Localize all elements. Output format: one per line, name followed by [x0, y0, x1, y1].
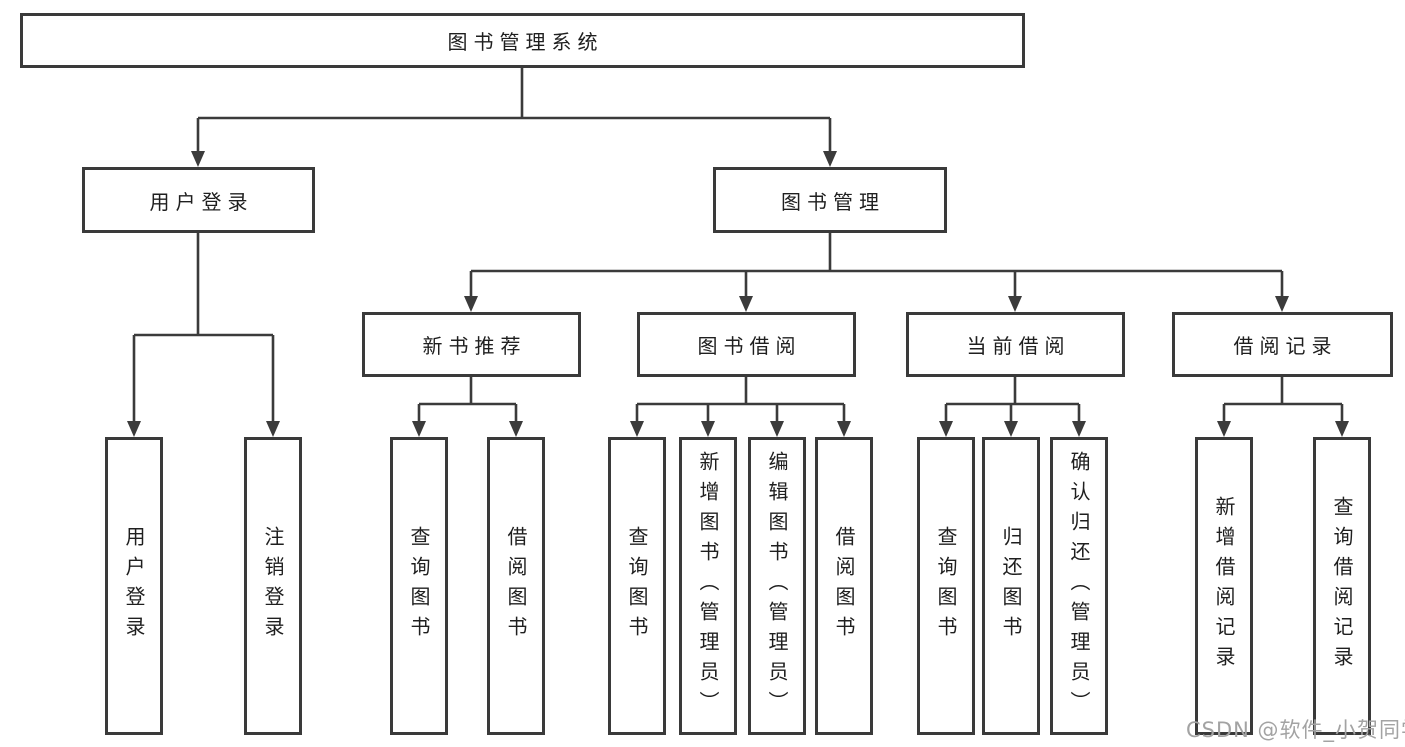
leaf-label: 借阅图书: [504, 526, 528, 646]
leaf-label: 确认归还（管理员）: [1067, 451, 1091, 721]
tree-edges: [132, 66, 1344, 422]
leaf-label: 借阅图书: [832, 526, 856, 646]
node-query-books-borrow: 查询图书: [608, 437, 666, 735]
node-user-login-leaf: 用户登录: [105, 437, 163, 735]
node-system-root: 图书管理系统: [20, 13, 1025, 68]
csdn-watermark: CSDN @软件_小贺同学: [1186, 718, 1405, 742]
leaf-label: 编辑图书（管理员）: [765, 451, 789, 721]
leaf-label: 查询图书: [407, 526, 431, 646]
leaf-label: 查询借阅记录: [1330, 496, 1354, 676]
node-confirm-return-admin: 确认归还（管理员）: [1050, 437, 1108, 735]
node-edit-book-admin: 编辑图书（管理员）: [748, 437, 806, 735]
node-borrow-books-leaf: 借阅图书: [815, 437, 873, 735]
arrowhead-icons: [127, 151, 1349, 437]
node-new-book-recommend: 新书推荐: [362, 312, 581, 377]
node-book-management: 图书管理: [713, 167, 947, 233]
leaf-label: 新增借阅记录: [1212, 496, 1236, 676]
leaf-label: 注销登录: [261, 526, 285, 646]
node-logout: 注销登录: [244, 437, 302, 735]
node-query-books-current: 查询图书: [917, 437, 975, 735]
node-query-borrow-record: 查询借阅记录: [1313, 437, 1371, 735]
node-add-borrow-record: 新增借阅记录: [1195, 437, 1253, 735]
node-borrowing-records: 借阅记录: [1172, 312, 1393, 377]
node-user-login: 用户登录: [82, 167, 315, 233]
leaf-label: 查询图书: [625, 526, 649, 646]
leaf-label: 归还图书: [999, 526, 1023, 646]
node-current-borrowing: 当前借阅: [906, 312, 1125, 377]
node-query-books-recommend: 查询图书: [390, 437, 448, 735]
leaf-label: 新增图书（管理员）: [696, 451, 720, 721]
node-return-book: 归还图书: [982, 437, 1040, 735]
node-book-borrowing: 图书借阅: [637, 312, 856, 377]
leaf-label: 用户登录: [122, 526, 146, 646]
node-add-book-admin: 新增图书（管理员）: [679, 437, 737, 735]
leaf-label: 查询图书: [934, 526, 958, 646]
node-borrow-books-recommend: 借阅图书: [487, 437, 545, 735]
